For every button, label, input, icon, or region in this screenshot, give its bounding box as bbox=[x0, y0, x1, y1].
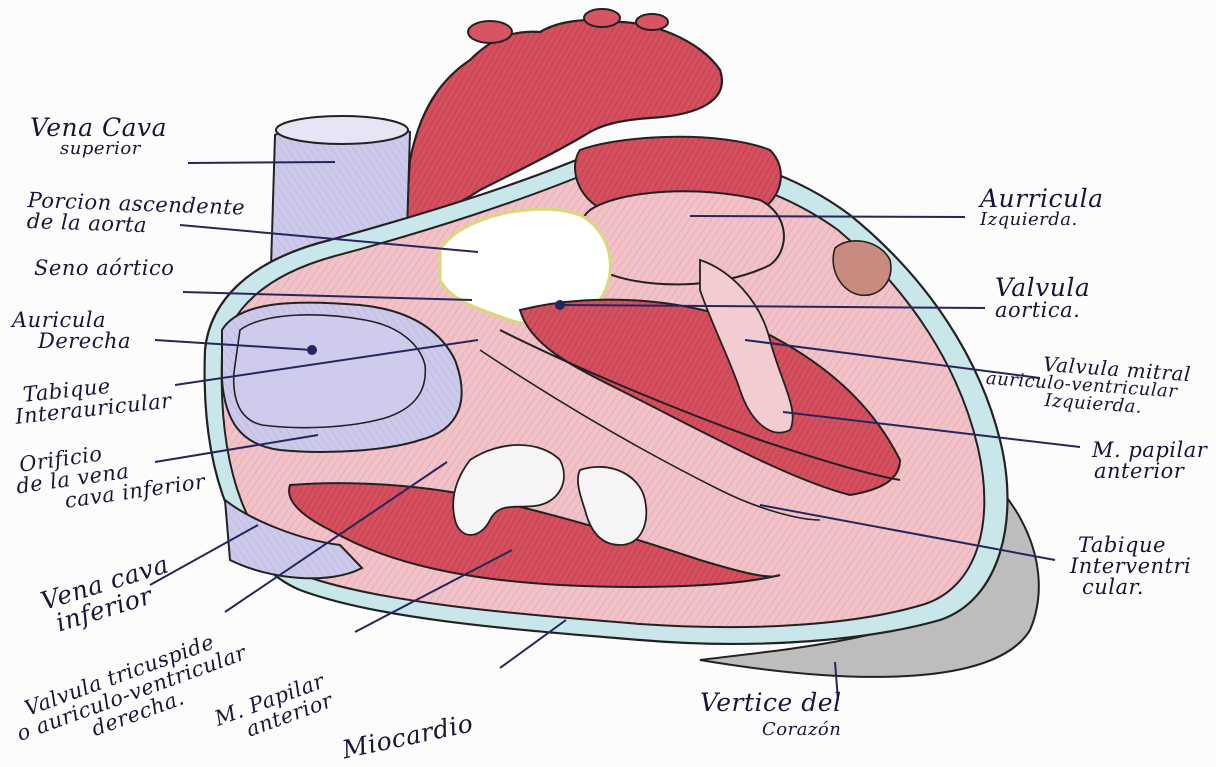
leader-dot-valvula-aortica bbox=[556, 301, 564, 309]
label-auricula-derecha-line2: Derecha bbox=[12, 331, 131, 352]
leader-dot-auricula-derecha bbox=[308, 346, 316, 354]
label-tabique-interventricular-line3: cular. bbox=[1070, 577, 1191, 598]
label-valvula-aortica-line1: Valvula bbox=[995, 275, 1090, 300]
label-seno-aortico-line1: Seno aórtico bbox=[34, 258, 174, 279]
svc-opening bbox=[276, 116, 408, 144]
label-auricula-derecha: Auricula Derecha bbox=[12, 310, 131, 352]
label-vertice-corazon: Vertice del Corazón bbox=[700, 690, 842, 739]
label-vena-cava-superior: Vena Cava superior bbox=[30, 115, 167, 158]
leader-vena-cava-superior bbox=[188, 162, 335, 163]
label-auricula-izquierda-line1: Aurricula bbox=[980, 186, 1104, 211]
label-m-papilar-anterior-right: M. papilar anterior bbox=[1092, 440, 1207, 482]
label-vena-cava-superior-line1: Vena Cava bbox=[30, 115, 167, 140]
label-auricula-derecha-line1: Auricula bbox=[12, 310, 131, 331]
label-m-papilar-right-line2: anterior bbox=[1092, 461, 1207, 482]
label-vena-cava-superior-line2: superior bbox=[30, 140, 167, 158]
label-m-papilar-right-line1: M. papilar bbox=[1092, 440, 1207, 461]
vessel-stump-2 bbox=[584, 9, 620, 27]
vessel-stump-1 bbox=[468, 21, 512, 43]
label-porcion-ascendente: Porcion ascendente de la aorta bbox=[27, 190, 246, 240]
label-seno-aortico: Seno aórtico bbox=[34, 258, 174, 279]
label-valvula-aortica: Valvula aortica. bbox=[995, 275, 1090, 321]
label-vertice-line1: Vertice del bbox=[700, 690, 842, 715]
label-valvula-aortica-line2: aortica. bbox=[995, 300, 1090, 321]
label-tabique-interventricular: Tabique Interventri cular. bbox=[1070, 535, 1191, 598]
label-tabique-interventricular-line2: Interventri bbox=[1070, 556, 1191, 577]
label-vertice-line2: Corazón bbox=[700, 721, 842, 739]
label-tabique-interventricular-line1: Tabique bbox=[1070, 535, 1191, 556]
vessel-stump-3 bbox=[636, 14, 668, 30]
leader-auricula-izquierda bbox=[690, 216, 965, 217]
label-auricula-izquierda: Aurricula Izquierda. bbox=[980, 186, 1104, 229]
label-auricula-izquierda-line2: Izquierda. bbox=[980, 211, 1104, 229]
